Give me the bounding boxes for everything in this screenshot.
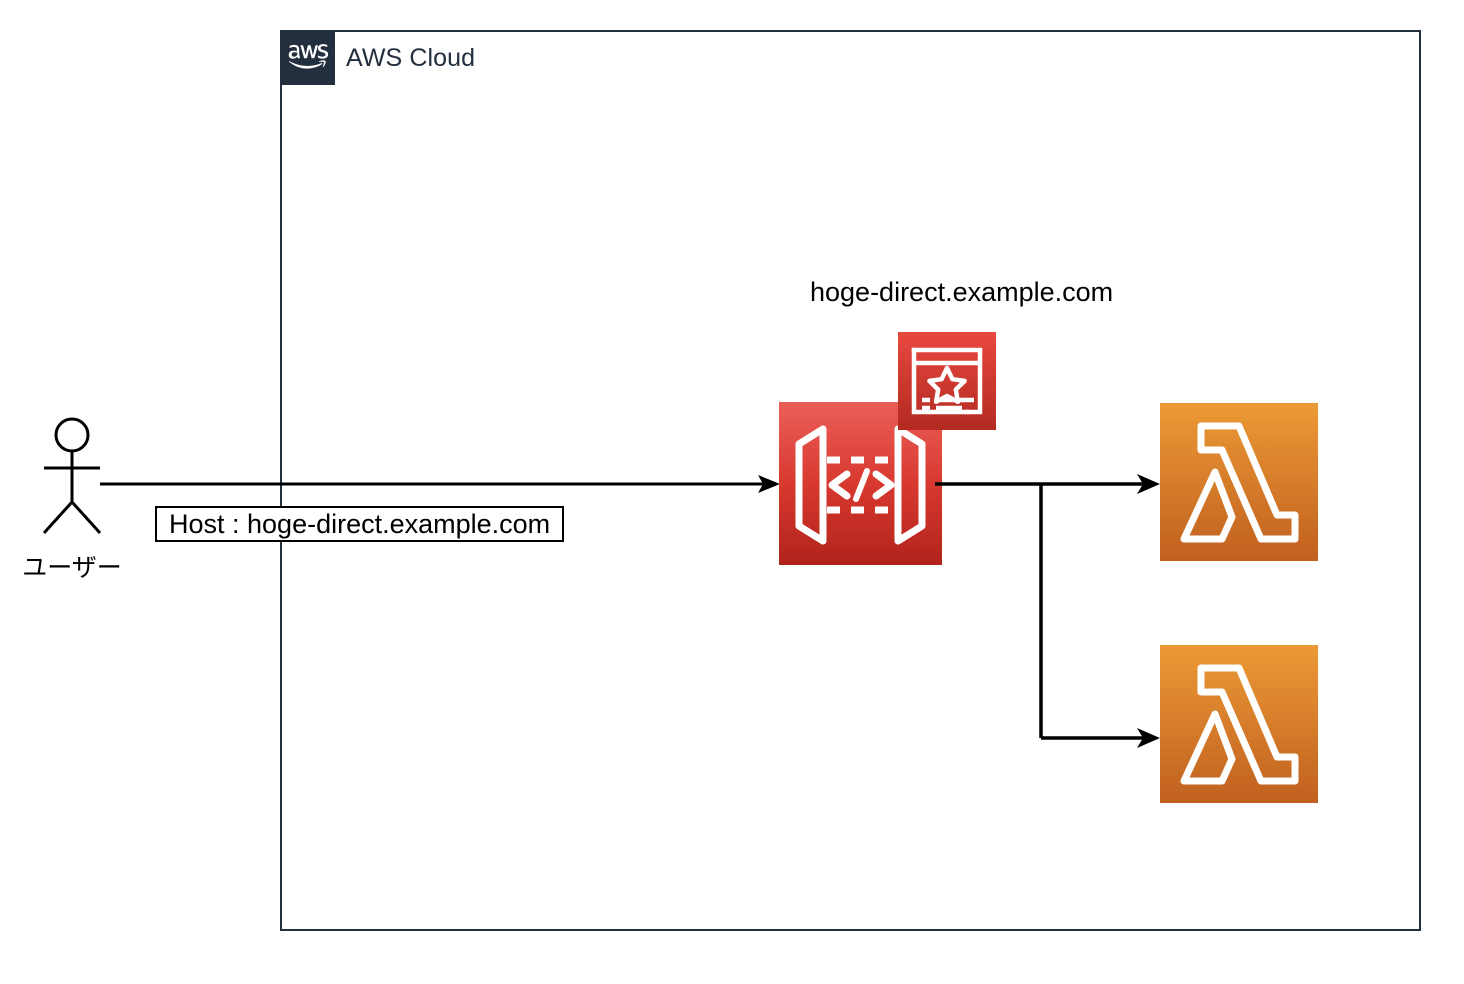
- host-header-label-box: Host : hoge-direct.example.com: [155, 506, 565, 542]
- aws-logo-icon: [281, 31, 335, 85]
- aws-lambda-icon: [1160, 403, 1318, 561]
- connector-api-gateway-to-lambdas: [935, 466, 1185, 771]
- user-actor-label: ユーザー: [22, 554, 122, 582]
- api-gateway-icon: [779, 402, 942, 565]
- stick-figure-user-icon: [28, 417, 116, 535]
- aws-cloud-label: AWS Cloud: [346, 44, 476, 72]
- api-gateway-custom-domain-badge-icon: [898, 332, 996, 430]
- api-gateway-domain-title: hoge-direct.example.com: [810, 277, 1114, 307]
- aws-cloud-boundary: [280, 30, 1421, 931]
- host-header-label-text: Host : hoge-direct.example.com: [169, 508, 551, 539]
- aws-lambda-icon: [1160, 645, 1318, 803]
- connector-user-to-api-gateway: [100, 466, 790, 507]
